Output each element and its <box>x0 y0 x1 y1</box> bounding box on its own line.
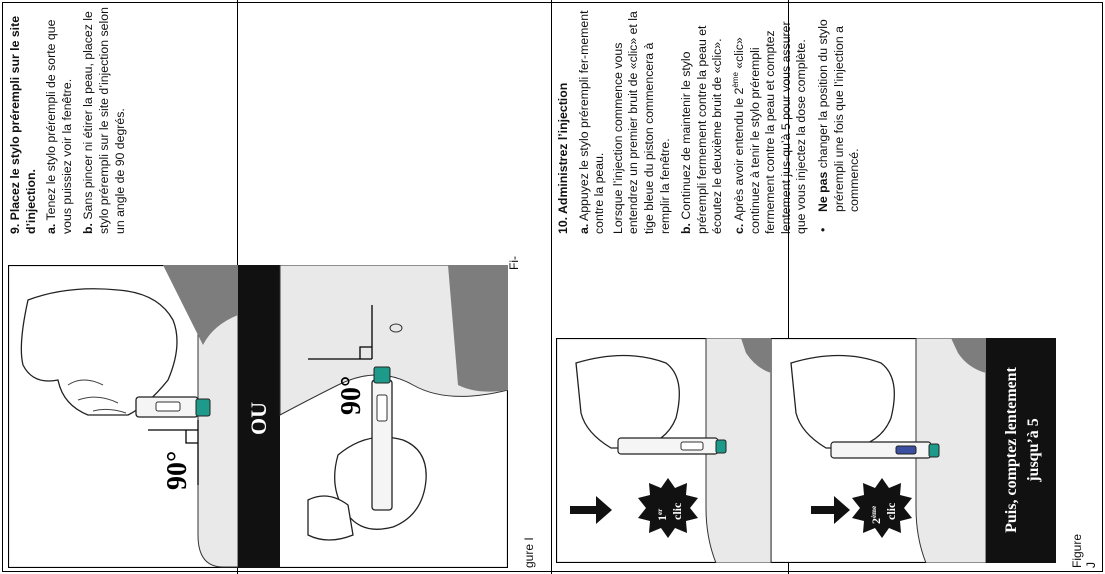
step9-title: 9. Placez le stylo prérempli sur le site… <box>8 15 38 234</box>
banner-line-2: jusqu’à 5 <box>1025 418 1042 483</box>
first-click-sup: er <box>656 509 664 515</box>
figure-i-right-panel: 90° <box>279 265 508 541</box>
step10-c-sup: ème <box>730 72 740 88</box>
step9-a-label: a. <box>44 223 59 234</box>
step9-text-block: 9. Placez le stylo prérempli sur le site… <box>8 6 134 234</box>
step9-b-label: b. <box>81 223 96 234</box>
pen-cap-j2 <box>928 443 940 458</box>
pen-window-right <box>376 394 388 422</box>
step10-c-text-pre: Après avoir entendu le 2 <box>731 87 746 221</box>
step9-a-text: Tenez le stylo prérempli de sorte que vo… <box>44 19 74 234</box>
skin-shape-1 <box>705 338 772 563</box>
count-banner <box>986 338 1056 563</box>
figure-j-panel-1: 1er clic <box>570 338 772 563</box>
pen-window-j1 <box>680 441 704 451</box>
or-label: OU <box>246 402 271 435</box>
step10-a-text: Appuyez le stylo prérempli fer-mement co… <box>576 10 607 234</box>
second-click-starburst <box>852 478 912 538</box>
step10-instruction-a-detail: Lorsque l’injection commence vous entend… <box>610 11 672 234</box>
second-click-word: clic <box>884 502 898 520</box>
figure-i-left-panel: 90° <box>20 265 239 568</box>
clothing-shadow-right <box>448 265 508 392</box>
figure-i-caption-top: Fi- <box>507 256 521 270</box>
step10-instruction-a: a. Appuyez le stylo prérempli fer-mement… <box>577 6 608 234</box>
pen-cap-j1 <box>715 439 727 454</box>
row-divider <box>788 0 789 574</box>
step10-a-label: a. <box>576 223 591 234</box>
second-click-label: 2ème <box>869 506 883 524</box>
step9-instruction-a: a. Tenez le stylo prérempli de sorte que… <box>44 6 75 234</box>
wrist-right <box>307 495 354 541</box>
column-divider <box>551 0 552 574</box>
step10-b-text: Continuez de maintenir le stylo prérempl… <box>679 25 725 234</box>
angle-label-right: 90° <box>336 376 367 415</box>
first-click-label: 1er <box>655 509 669 521</box>
right-angle-mark-right <box>359 346 372 359</box>
pen-window-left <box>155 401 181 412</box>
banner-line-1: Puis, comptez lentement <box>1003 366 1020 532</box>
second-click-sup: ème <box>870 506 878 518</box>
figure-j-caption: Figure J <box>1070 533 1098 568</box>
clothing-shadow-1 <box>741 338 771 373</box>
hand-j1 <box>575 354 680 449</box>
first-click-num: 1 <box>655 515 669 521</box>
first-click-word: clic <box>670 502 684 520</box>
pen-cap-left <box>195 398 211 417</box>
navel <box>389 323 403 333</box>
angle-label-left: 90° <box>162 451 193 490</box>
arrow-right-icon <box>811 496 850 524</box>
step10-text-block: 10. Administrez l’injection a. Appuyez l… <box>556 6 863 234</box>
step9-instruction-b: b. Sans pincer ni étirer la peau, placez… <box>81 6 128 234</box>
step10-c-label: c. <box>731 223 746 234</box>
arrow-right-icon <box>570 496 612 524</box>
hand-j2 <box>790 354 895 449</box>
or-divider-bar <box>238 265 280 568</box>
right-angle-mark-left <box>185 430 198 444</box>
step9-b-text: Sans pincer ni étirer la peau, placez le… <box>81 7 127 234</box>
finger-lines <box>67 379 127 414</box>
step10-instruction-b: b. Continuez de maintenir le stylo prére… <box>679 6 726 234</box>
skin-shape-2 <box>915 338 987 563</box>
pen-window-j2 <box>895 445 917 455</box>
figure-j-illustration: 1er clic 2ème clic Puis, comptez lenteme… <box>556 338 1056 563</box>
figure-i-illustration: 90° OU 90° <box>8 265 508 568</box>
bullet-icon: • <box>815 227 830 232</box>
clothing-shadow-2 <box>951 338 986 373</box>
figure-j-panel-2: 2ème clic <box>790 338 987 563</box>
skin-shape <box>197 265 239 568</box>
pen-cap-right <box>373 366 391 384</box>
step10-instruction-c: c. Après avoir entendu le 2ème «clic» co… <box>730 6 810 234</box>
clothing-shadow <box>163 265 238 345</box>
step10-bullet-bold: Ne pas <box>815 171 830 212</box>
step10-b-label: b. <box>679 223 694 234</box>
first-click-starburst <box>638 478 698 538</box>
second-click-num: 2 <box>869 518 883 524</box>
step10-title: 10. Administrez l’injection <box>556 82 570 234</box>
step10-warning-bullet: • Ne pas changer la position du stylo pr… <box>816 6 863 234</box>
figure-i-caption-bottom: gure I <box>522 537 536 568</box>
